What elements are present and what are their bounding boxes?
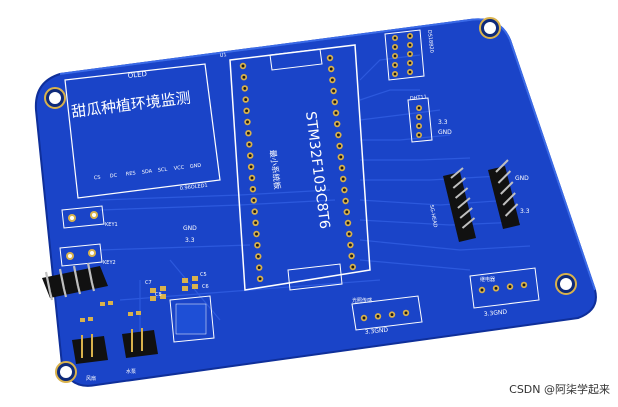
oled-ref-label: 0.96OLED1 xyxy=(180,183,209,192)
oled-pin-label: SDA xyxy=(142,168,154,175)
oled-pin-label: RES xyxy=(126,170,136,177)
oled-pin-label: GND xyxy=(190,163,202,170)
watermark: CSDN @阿柒学起来 xyxy=(509,383,610,396)
dht11-label: DHT11 xyxy=(410,94,428,102)
mcu-left-pin-row xyxy=(239,62,264,282)
pin-header-right-a: SG-HEAD xyxy=(428,167,476,242)
side-header-label: SG-HEAD xyxy=(428,204,438,228)
oled-pin-label: CS xyxy=(94,175,101,182)
cap-label: C5 xyxy=(200,272,207,278)
relay-label: 继电器 xyxy=(480,276,495,283)
oled-pin-labels: GND VCC SCL SDA RES DC CS xyxy=(94,163,202,182)
header-bottom-right: 3.3GND xyxy=(469,267,540,318)
header-top-right: DS18B20 xyxy=(384,29,434,81)
cap-label: C6 xyxy=(202,284,209,290)
oled-pin-label: SCL xyxy=(158,167,168,174)
mcu-ref-label: U1 xyxy=(219,52,227,59)
pin-header-bottom-left-a: 风扇 xyxy=(72,334,108,382)
fan-label: 风扇 xyxy=(86,375,96,382)
header-bottom-mid: 3.3GND xyxy=(351,295,423,336)
mcu-sub-label: 最小系统板 xyxy=(268,149,283,190)
cap-label: C8 xyxy=(155,292,162,298)
oled-label: OLED xyxy=(127,70,147,80)
key1-label: KEY1 xyxy=(105,222,118,228)
cap-label: C7 xyxy=(145,280,152,286)
pin-header-left xyxy=(42,262,108,301)
key2-label: KEY2 xyxy=(103,260,116,266)
dht11-v33: 3.3 xyxy=(438,119,448,126)
header-bottom-mid-label: 3.3GND xyxy=(364,327,388,336)
key-footprints: KEY1 KEY2 xyxy=(59,205,118,267)
pin-header-bottom-left-b: 水泵 xyxy=(122,328,158,375)
header-bottom-right-label: 3.3GND xyxy=(483,309,507,318)
mcu-right-pin-row xyxy=(326,54,356,271)
gnd-label-2: GND xyxy=(515,175,529,182)
oled-pin-label: VCC xyxy=(174,165,186,172)
mounting-holes xyxy=(44,17,577,383)
small-smd-pads xyxy=(80,301,141,322)
v33-label-2: 3.3 xyxy=(520,208,530,215)
light-label: 光照传感 xyxy=(352,297,372,304)
header-top-right-label: DS18B20 xyxy=(426,30,434,54)
oled-pin-label: DC xyxy=(110,173,119,180)
v33-label-3: 3.3 xyxy=(185,237,195,244)
pin-header-right-b: GND 3.3 xyxy=(488,159,530,229)
pump-label: 水泵 xyxy=(126,368,136,375)
gnd-label-3: GND xyxy=(183,225,197,232)
header-dht11: DHT11 3.3 GND xyxy=(407,94,452,143)
dht11-gnd: GND xyxy=(438,129,452,136)
